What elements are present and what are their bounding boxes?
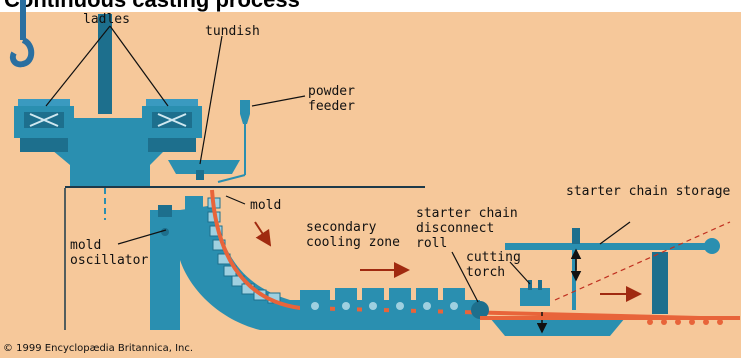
cutting-torch	[490, 280, 625, 336]
label-mold: mold	[250, 198, 281, 213]
copyright-notice: © 1999 Encyclopædia Britannica, Inc.	[3, 343, 193, 354]
label-powder-feeder: powder feeder	[308, 84, 355, 114]
crane-hook-icon	[13, 0, 31, 64]
left-ladle	[14, 99, 74, 152]
label-mold-oscillator: mold oscillator	[70, 238, 148, 268]
ladle-turret-column	[98, 14, 112, 114]
label-ladles: ladles	[83, 12, 130, 27]
right-ladle	[142, 99, 202, 152]
label-secondary-cooling-zone: secondary cooling zone	[306, 220, 400, 250]
label-tundish: tundish	[205, 24, 260, 39]
label-cutting-torch: cutting torch	[466, 250, 521, 280]
label-starter-chain-disconnect-roll: starter chain disconnect roll	[416, 206, 518, 251]
label-starter-chain-storage: starter chain storage	[566, 184, 730, 199]
